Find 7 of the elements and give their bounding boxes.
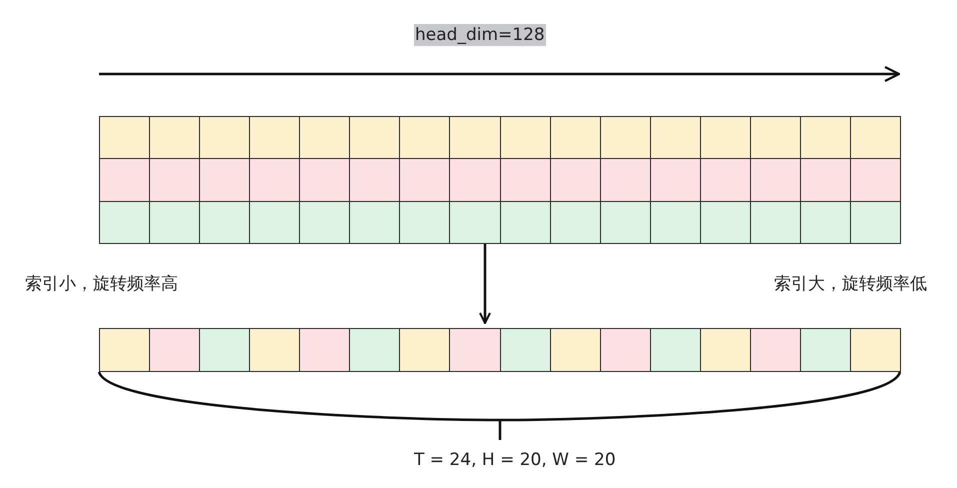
cell-grid [99, 116, 900, 243]
cell-strip [99, 328, 900, 371]
arrow [479, 243, 491, 324]
note: 索引大，旋转频率低 [774, 273, 927, 295]
dimension-label: head_dim=128 [414, 24, 546, 46]
dimension-label: T = 24, H = 20, W = 20 [414, 449, 616, 471]
note: 索引小，旋转频率高 [25, 273, 178, 295]
